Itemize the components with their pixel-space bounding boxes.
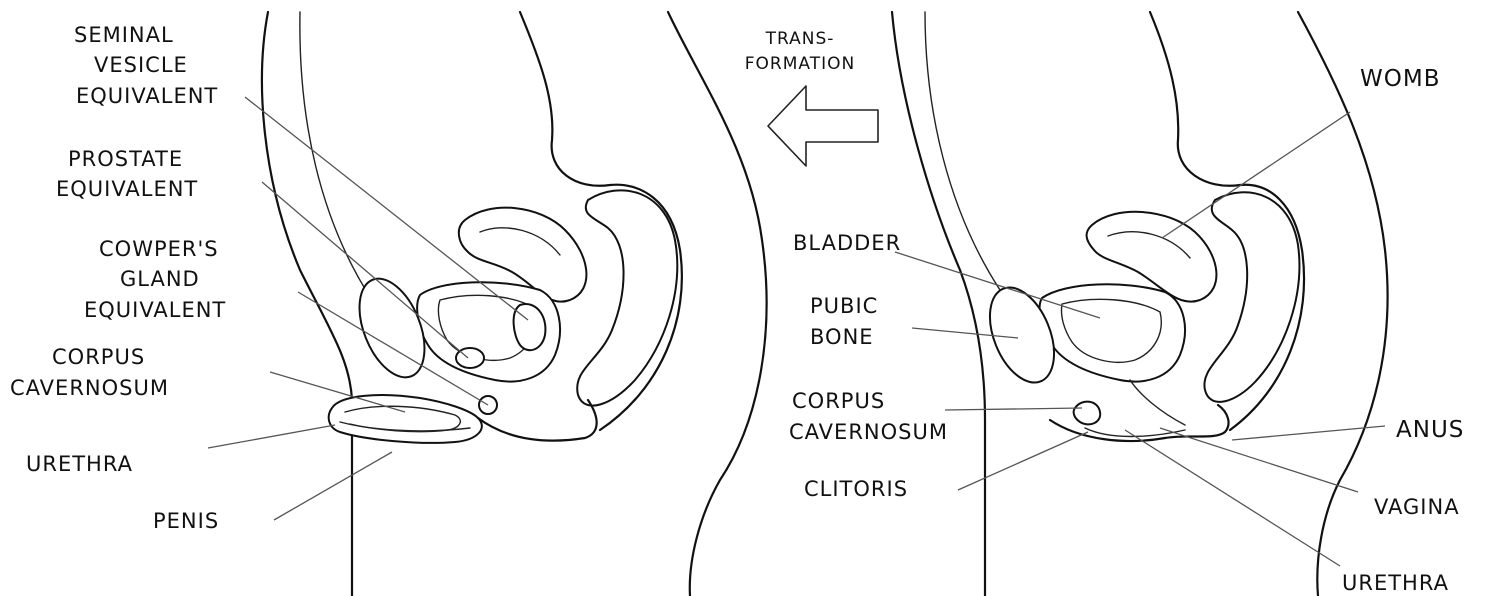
leader-urethra-male [208,425,335,448]
label-corpus-male-1: CORPUS [52,345,145,369]
transformation-arrow [768,86,878,166]
label-womb: WOMB [1360,66,1440,92]
label-vagina: VAGINA [1374,495,1460,519]
label-urethra-male: URETHRA [26,452,133,476]
leader-clitoris [958,432,1088,490]
female-bladder [1040,284,1185,381]
male-back-contour [668,12,767,596]
male-rectum [577,190,677,405]
transformation-line-2: FORMATION [745,54,855,74]
label-corpus-female-1: CORPUS [792,389,885,413]
label-pubic-2: BONE [810,325,874,349]
label-clitoris: CLITORIS [804,477,908,501]
female-figure [892,12,1388,596]
label-cowpers-3: EQUIVALENT [84,298,226,322]
female-corpus-cavernosum [1074,402,1101,425]
female-front-contour [892,12,985,596]
label-seminal-vesicle-1: SEMINAL [74,23,174,47]
label-corpus-female-2: CAVERNOSUM [789,420,948,444]
label-penis: PENIS [153,509,219,533]
leader-urethra-female [1125,430,1340,566]
transformation-group: TRANS- FORMATION [745,29,878,166]
male-seminal-vesicle [514,304,546,350]
label-cowpers-1: COWPER'S [99,237,219,261]
female-vagina-canal [1130,380,1185,425]
male-labels: SEMINAL VESICLE EQUIVALENT PROSTATE EQUI… [10,23,528,533]
label-urethra-female: URETHRA [1342,571,1449,595]
label-bladder: BLADDER [793,231,901,255]
female-abdominal-wall [925,12,1045,340]
label-seminal-vesicle-2: VESICLE [94,53,188,77]
leader-penis [274,452,392,520]
label-prostate-1: PROSTATE [68,147,183,171]
label-pubic-1: PUBIC [810,294,878,318]
transformation-line-1: TRANS- [765,29,835,49]
female-rectum [1204,192,1299,402]
label-cowpers-2: GLAND [120,267,200,291]
male-figure [262,12,767,596]
female-labia [1085,428,1185,437]
male-front-contour [262,12,352,596]
label-prostate-2: EQUIVALENT [56,177,198,201]
leader-corpus-female [945,408,1082,410]
label-anus: ANUS [1396,417,1464,443]
label-seminal-vesicle-3: EQUIVALENT [76,84,218,108]
label-corpus-male-2: CAVERNOSUM [10,376,169,400]
